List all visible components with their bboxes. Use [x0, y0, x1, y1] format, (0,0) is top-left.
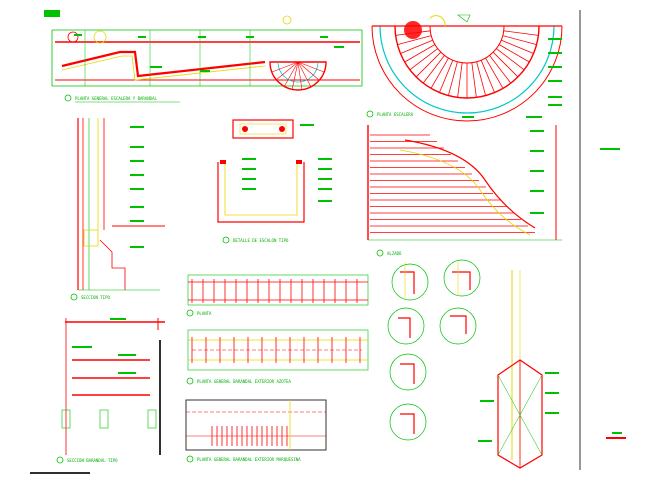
alzado-title-marker [376, 249, 384, 257]
alzado-drawing [367, 116, 562, 241]
seccion-barandal-drawing [61, 318, 165, 455]
title-planta-baranda: PLANTA [197, 311, 212, 316]
barandal-marquesina-drawing [185, 399, 327, 451]
plan-general-title-marker [64, 94, 72, 102]
post-detail-drawing [478, 270, 559, 469]
plan-escalera-drawing [371, 14, 563, 122]
side-note-mark-2 [612, 432, 622, 434]
plan-general-drawing [51, 15, 363, 91]
detalle-escalon-title-marker [222, 236, 230, 244]
detail-circles [387, 259, 481, 441]
title-plan-escalera: PLANTA ESCALERA [377, 112, 414, 117]
plan-escalera-title-marker [366, 110, 374, 118]
side-note-mark [600, 148, 620, 150]
title-seccion-tipo: SECCION TIPO [81, 295, 110, 300]
seccion-barandal-title-marker [56, 456, 64, 464]
marquesina-title-marker [186, 455, 194, 463]
title-planta-general-barandal: PLANTA GENERAL BARANDAL EXTERIOR AZOTEA [197, 379, 292, 384]
planta-general-barandal-title-marker [186, 377, 194, 385]
title-detalle-escalon: DETALLE DE ESCALON TIPO [233, 238, 289, 243]
sheet-tag [44, 10, 60, 17]
detalle-escalon-drawing [217, 119, 332, 223]
barandal-planta-drawing [187, 274, 369, 371]
title-seccion-barandal-tipo: SECCION BARANDAL TIPO [67, 458, 118, 463]
seccion-tipo-title-marker [70, 293, 78, 301]
title-planta-general-barandal-2: PLANTA GENERAL BARANDAL EXTERIOR MARQUES… [197, 457, 301, 462]
title-alzado: ALZADO [387, 251, 402, 256]
scale-bar [30, 472, 90, 474]
side-note-mark-3 [606, 437, 626, 439]
planta-baranda-title-marker [186, 309, 194, 317]
title-plan-general: PLANTA GENERAL ESCALERA Y BARANDAL [75, 96, 157, 101]
seccion-tipo-drawing [77, 118, 165, 291]
